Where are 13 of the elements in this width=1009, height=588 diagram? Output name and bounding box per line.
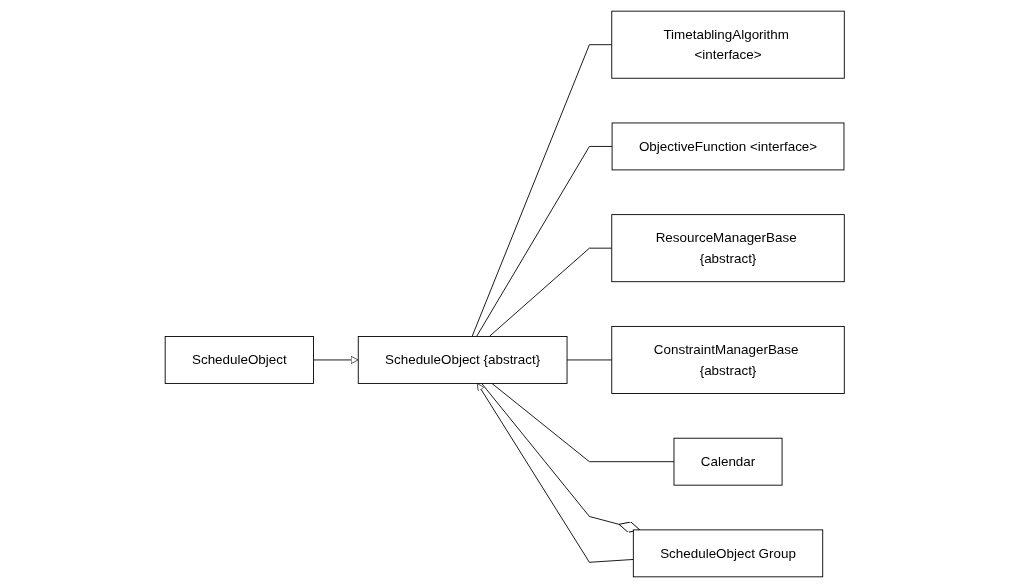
- node-box: ResourceManagerBase {abstract}: [611, 214, 845, 283]
- node-box: ObjectiveFunction <interface>: [611, 122, 845, 171]
- connector: [471, 44, 612, 337]
- node-box: ScheduleObject Group: [632, 529, 823, 578]
- node-box: ScheduleObject: [164, 336, 314, 384]
- node-box: TimetablingAlgorithm <interface>: [611, 10, 845, 79]
- node-box: ConstraintManagerBase {abstract}: [611, 325, 845, 394]
- node-box: Calendar: [673, 437, 783, 486]
- connector: [566, 359, 612, 361]
- node-box: ScheduleObject {abstract}: [357, 336, 568, 384]
- connector: [488, 247, 612, 337]
- connector: [475, 145, 613, 337]
- connector: [491, 383, 675, 463]
